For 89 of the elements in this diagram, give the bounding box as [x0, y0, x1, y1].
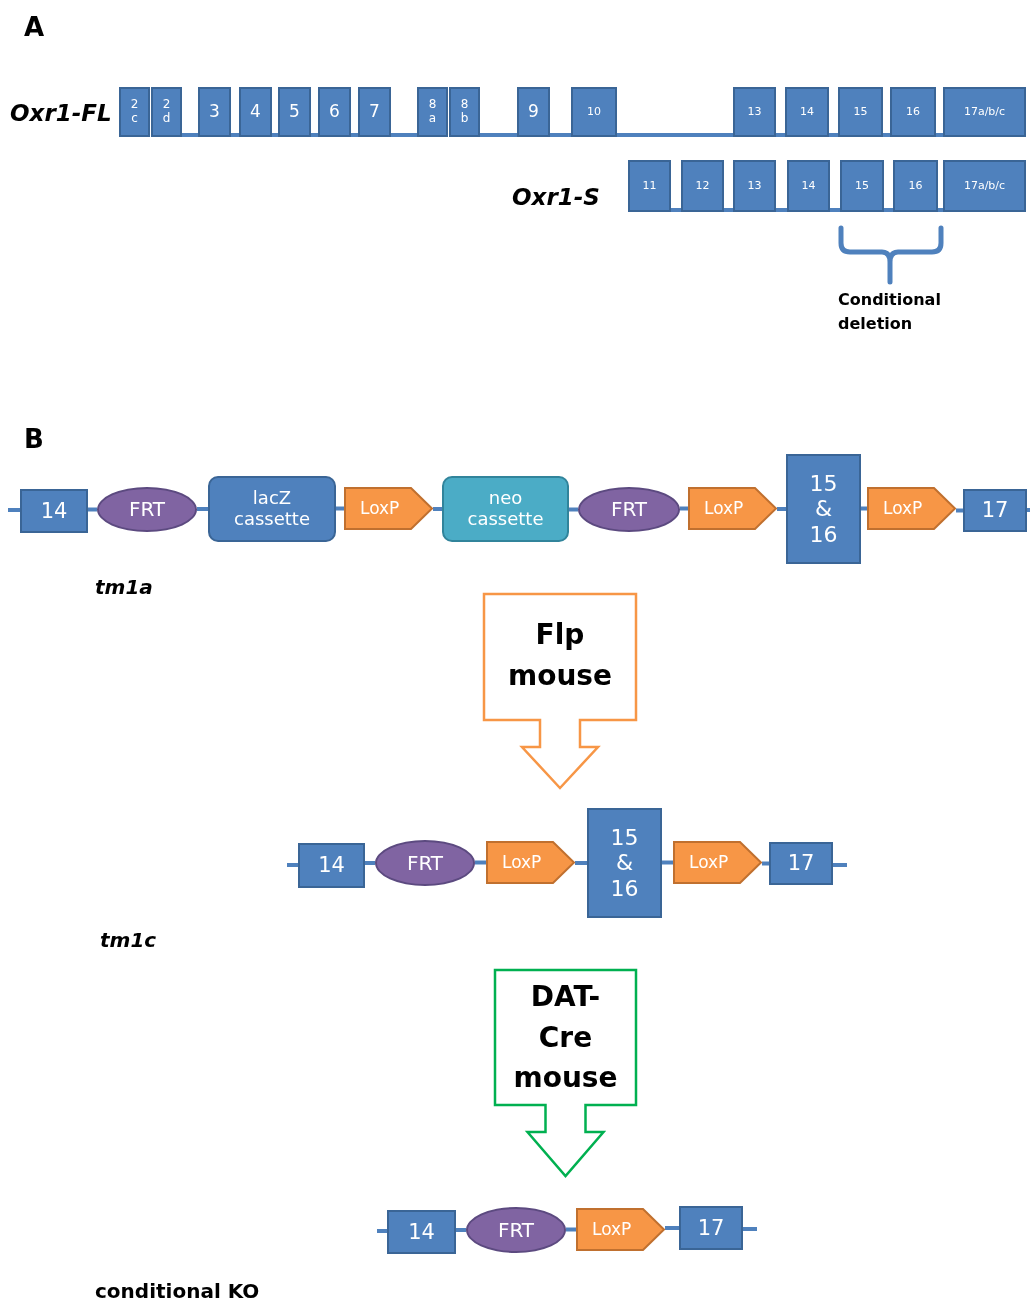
- frt-ellipse: FRT: [466, 1207, 566, 1253]
- loxp-site: LoxP: [576, 1208, 665, 1251]
- connector-line: [884, 208, 893, 212]
- exon-box: 2 c: [119, 87, 150, 137]
- connector-line: [830, 208, 840, 212]
- connector-line: [665, 1226, 679, 1230]
- loxp-site: LoxP: [486, 841, 575, 884]
- exon-box: 15: [840, 160, 884, 212]
- connector-line: [662, 860, 673, 865]
- connector-line: [365, 861, 375, 865]
- text-label: tm1c: [100, 927, 157, 954]
- exon-box: 15 & 16: [786, 454, 861, 564]
- exon-box: 15: [838, 87, 883, 137]
- cassette-box: lacZ cassette: [208, 476, 336, 542]
- exon-box: 14: [298, 843, 365, 888]
- frt-ellipse: FRT: [375, 840, 475, 886]
- connector-line: [88, 507, 97, 512]
- connector-line: [391, 133, 417, 137]
- exon-box: 17: [679, 1206, 743, 1250]
- exon-box: 4: [239, 87, 272, 137]
- connector-line: [956, 508, 963, 513]
- exon-box: 14: [785, 87, 829, 137]
- exon-box: 8 b: [449, 87, 480, 137]
- loxp-site: LoxP: [867, 487, 956, 530]
- text-label: conditional KO: [95, 1278, 260, 1300]
- exon-box: 8 a: [417, 87, 448, 137]
- connector-line: [311, 133, 318, 137]
- text-label: Conditional deletion: [838, 289, 942, 335]
- connector-line: [480, 133, 517, 137]
- exon-box: 14: [20, 489, 88, 533]
- exon-box: 6: [318, 87, 351, 137]
- connector-line: [776, 208, 787, 212]
- exon-box: 7: [358, 87, 391, 137]
- exon-box: 9: [517, 87, 550, 137]
- exon-box: 11: [628, 160, 671, 212]
- exon-box: 2 d: [151, 87, 182, 137]
- exon-box: 16: [893, 160, 938, 212]
- exon-box: 17: [769, 842, 833, 885]
- exon-box: 10: [571, 87, 617, 137]
- connector-line: [829, 133, 838, 137]
- exon-box: 13: [733, 160, 776, 212]
- connector-line: [550, 133, 571, 137]
- connector-line: [336, 506, 344, 511]
- connector-line: [351, 133, 358, 137]
- connector-line: [938, 208, 943, 212]
- exon-box: 17a/b/c: [943, 160, 1026, 212]
- connector-line: [936, 133, 943, 137]
- connector-line: [569, 507, 578, 512]
- loxp-site: LoxP: [673, 841, 762, 884]
- panel-letter: A: [24, 11, 45, 44]
- connector-line: [433, 507, 442, 511]
- connector-line: [617, 133, 733, 137]
- exon-box: 17a/b/c: [943, 87, 1026, 137]
- panel-letter: B: [24, 423, 44, 456]
- text-label: Oxr1-FL: [10, 99, 112, 128]
- exon-box: 17: [963, 489, 1027, 532]
- breeding-step-callout: DAT-Cre mouse: [494, 969, 637, 1177]
- connector-line: [566, 1227, 576, 1232]
- exon-box: 5: [278, 87, 311, 137]
- connector-line: [456, 1228, 466, 1232]
- connector-line: [197, 507, 208, 511]
- text-label: tm1a: [95, 574, 153, 601]
- connector-line: [861, 506, 867, 511]
- connector-line: [575, 861, 587, 865]
- exon-box: 15 & 16: [587, 808, 662, 918]
- connector-line: [724, 208, 733, 212]
- connector-line: [776, 133, 785, 137]
- connector-line: [762, 861, 769, 866]
- connector-line: [475, 860, 486, 865]
- text-label: Oxr1-S: [512, 183, 600, 212]
- frt-ellipse: FRT: [578, 487, 680, 532]
- connector-line: [272, 133, 278, 137]
- loxp-site: LoxP: [688, 487, 777, 530]
- exon-box: 12: [681, 160, 724, 212]
- exon-box: 14: [787, 160, 830, 212]
- exon-box: 13: [733, 87, 776, 137]
- cassette-box: neo cassette: [442, 476, 569, 542]
- connector-line: [777, 507, 786, 511]
- connector-line: [231, 133, 239, 137]
- exon-box: 14: [387, 1210, 456, 1254]
- breeding-step-callout: Flp mouse: [483, 593, 637, 789]
- connector-line: [680, 506, 688, 511]
- exon-box: 3: [198, 87, 231, 137]
- loxp-site: LoxP: [344, 487, 433, 530]
- exon-box: 16: [890, 87, 936, 137]
- connector-line: [671, 208, 681, 212]
- connector-line: [883, 133, 890, 137]
- frt-ellipse: FRT: [97, 487, 197, 532]
- connector-line: [182, 133, 198, 137]
